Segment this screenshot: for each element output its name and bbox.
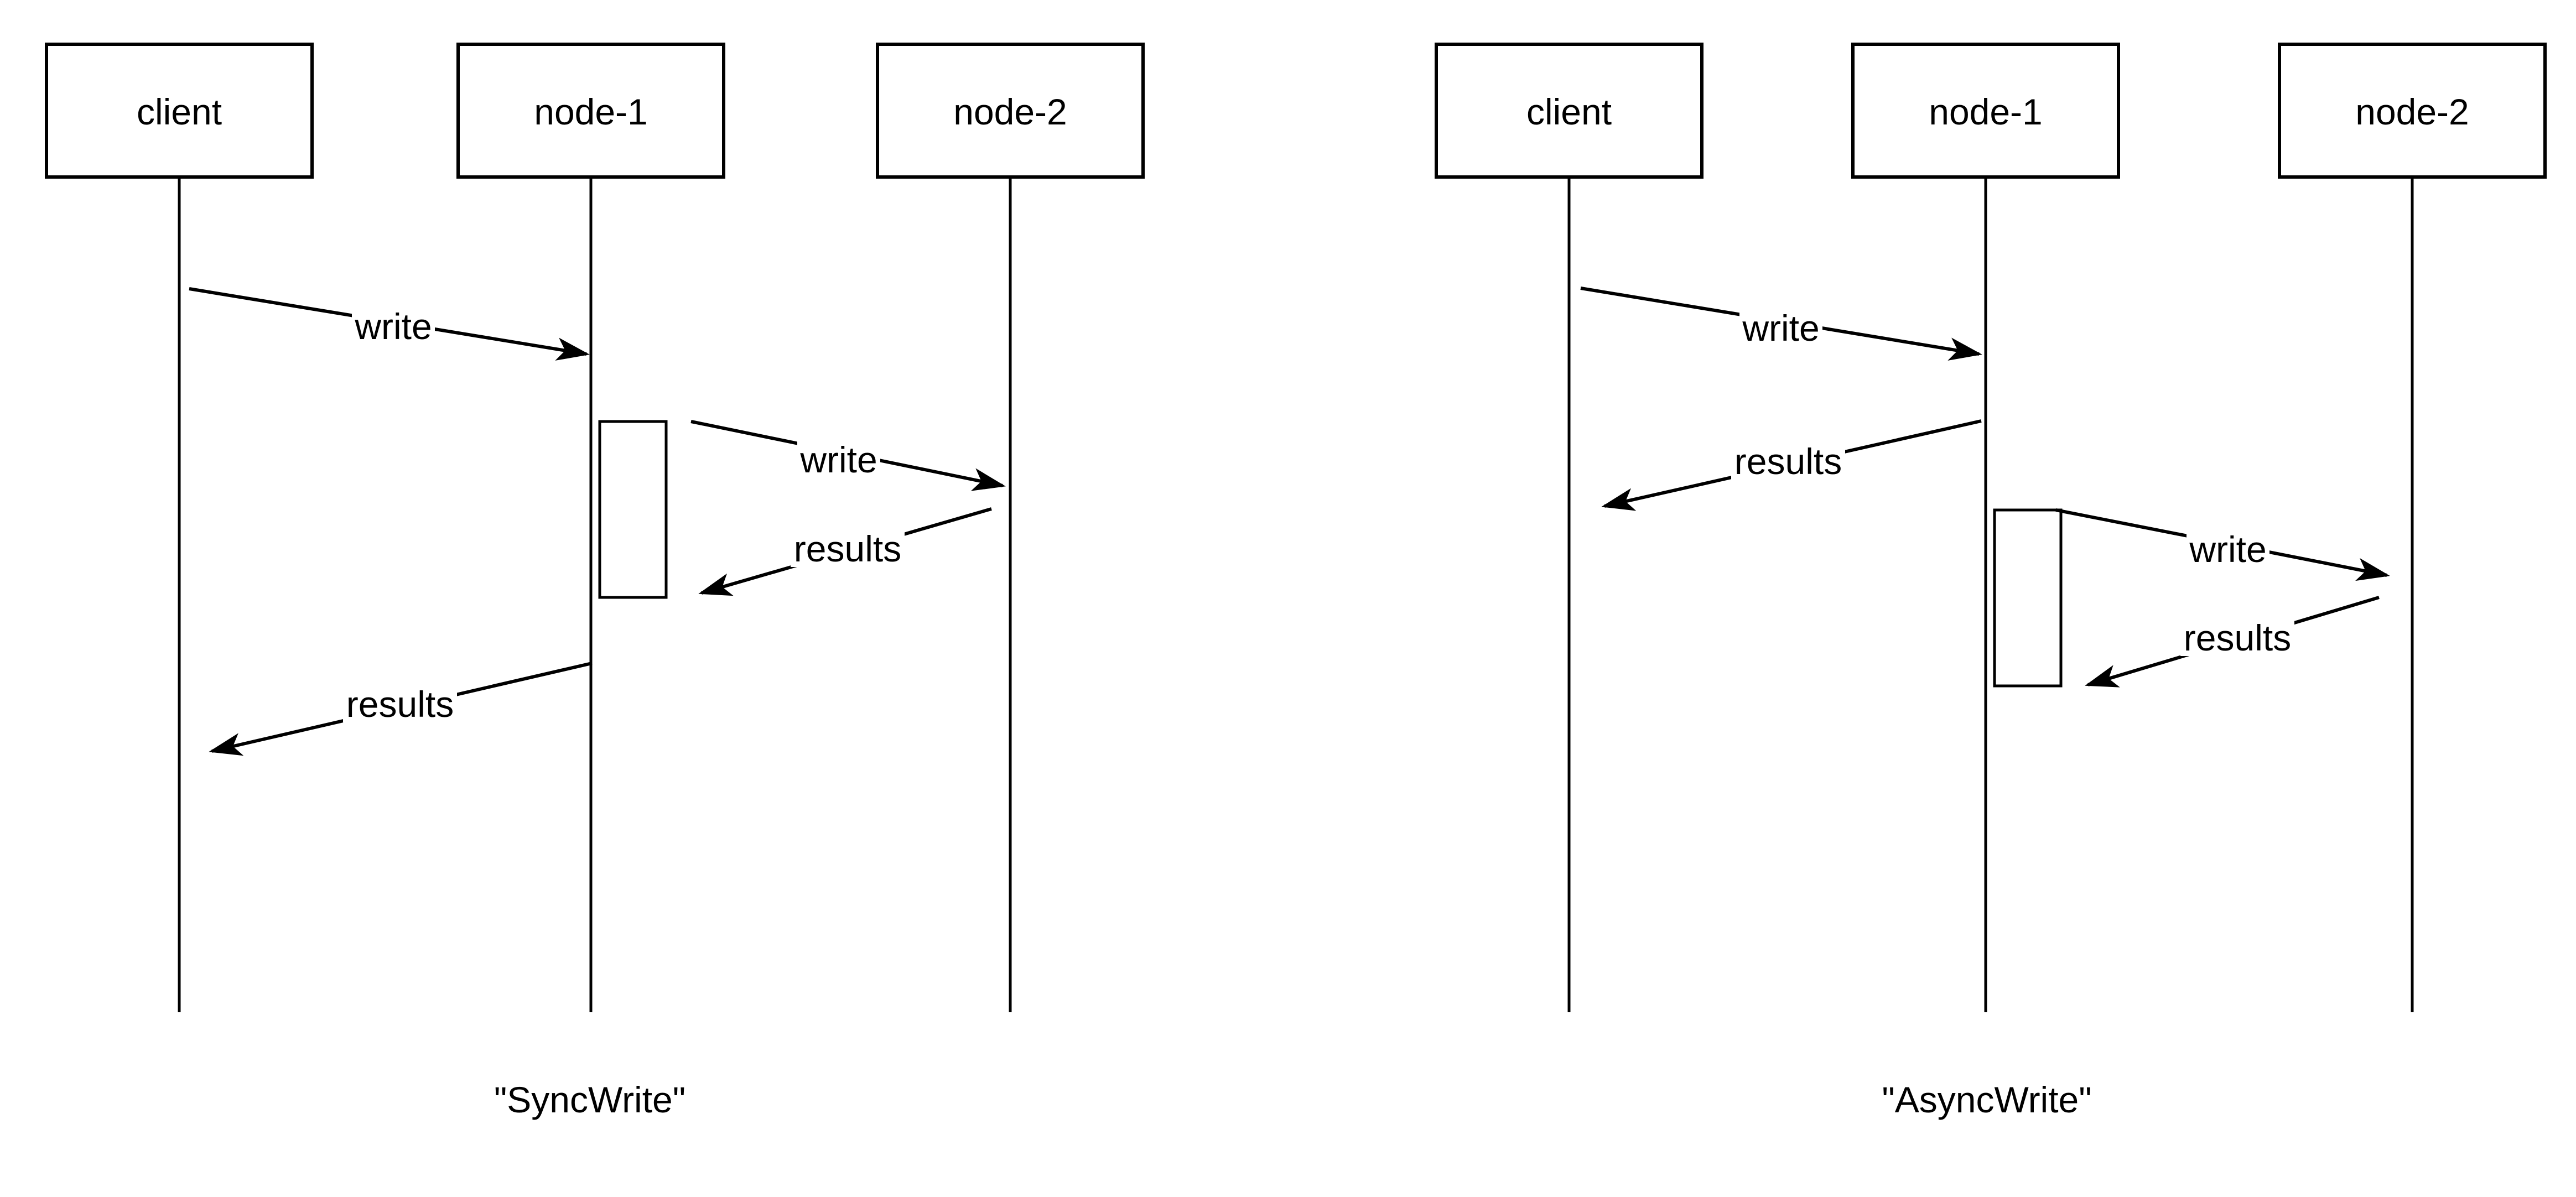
actor-label-node-1: node-1 bbox=[534, 91, 648, 132]
actor-box-client bbox=[45, 43, 314, 179]
actor-label-node-2: node-2 bbox=[2355, 91, 2469, 132]
message-label: results bbox=[2184, 617, 2291, 658]
message-label: results bbox=[346, 684, 454, 725]
actor-client: client bbox=[45, 43, 314, 179]
actor-box-node-1 bbox=[456, 43, 725, 179]
message-results-node-2-to-node-1: results bbox=[698, 507, 992, 596]
message-write-node-1-to-node-2: write bbox=[2055, 508, 2390, 581]
actor-node-2: node-2 bbox=[876, 43, 1145, 179]
diagram-caption: "SyncWrite" bbox=[494, 1079, 685, 1120]
actor-box-node-1 bbox=[1851, 43, 2120, 179]
message-write-client-to-node-1: write bbox=[1580, 287, 1982, 361]
actor-node-1: node-1 bbox=[1851, 43, 2120, 179]
message-label-bg bbox=[2180, 617, 2294, 656]
message-label-bg bbox=[1731, 441, 1845, 480]
message-label-bg bbox=[2187, 529, 2269, 568]
message-label: write bbox=[2189, 529, 2266, 570]
message-label: write bbox=[354, 306, 432, 347]
activation-bar-node-1 bbox=[598, 420, 668, 599]
message-write-client-to-node-1: write bbox=[189, 287, 590, 361]
actor-label-client: client bbox=[137, 91, 222, 132]
message-write-node-1-to-node-2: write bbox=[690, 420, 1006, 491]
message-results-node-1-to-client: results bbox=[1601, 419, 1982, 511]
message-label: write bbox=[799, 439, 877, 480]
syncwrite-diagram: write write results results client node-… bbox=[45, 43, 1145, 1120]
message-results-node-1-to-client: results bbox=[209, 662, 593, 756]
message-results-node-2-to-node-1: results bbox=[2085, 596, 2380, 688]
actor-box-node-2 bbox=[876, 43, 1145, 179]
message-label: write bbox=[1742, 308, 1819, 348]
actor-box-node-2 bbox=[2278, 43, 2547, 179]
message-label-bg bbox=[352, 306, 435, 345]
asyncwrite-diagram: write results write results client node-… bbox=[1435, 43, 2547, 1120]
message-label: results bbox=[794, 528, 901, 569]
diagram-caption: "AsyncWrite" bbox=[1882, 1079, 2091, 1120]
message-label-bg bbox=[791, 528, 905, 567]
actor-label-node-2: node-2 bbox=[953, 91, 1067, 132]
actor-box-client bbox=[1435, 43, 1704, 179]
activation-bar-node-1 bbox=[1993, 508, 2063, 688]
actor-client: client bbox=[1435, 43, 1704, 179]
actor-node-2: node-2 bbox=[2278, 43, 2547, 179]
actor-label-client: client bbox=[1526, 91, 1612, 132]
message-label-bg bbox=[343, 684, 457, 722]
actor-label-node-1: node-1 bbox=[1929, 91, 2043, 132]
actor-node-1: node-1 bbox=[456, 43, 725, 179]
message-label: results bbox=[1734, 441, 1842, 482]
message-label-bg bbox=[1739, 308, 1822, 346]
message-label-bg bbox=[797, 439, 880, 478]
